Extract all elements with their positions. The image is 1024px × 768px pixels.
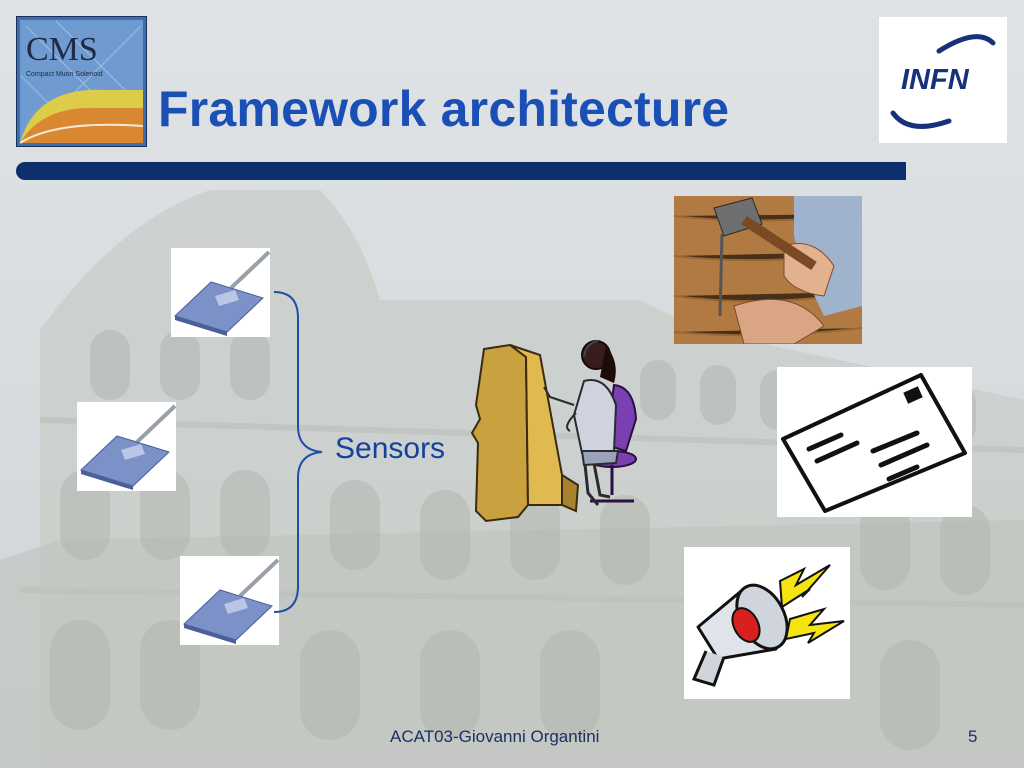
sensor-chip-icon — [183, 558, 280, 644]
sensors-label: Sensors — [335, 432, 446, 465]
envelope-letter-icon — [781, 373, 967, 513]
page-number: 5 — [968, 727, 978, 746]
slide-title: Framework architecture — [158, 81, 730, 137]
cms-logo-subtext: Compact Muon Solenoid — [26, 71, 103, 78]
megaphone-alarm-icon — [691, 564, 845, 687]
title-divider — [16, 162, 906, 180]
sensors-brace — [273, 291, 323, 613]
sensor-chip-icon — [174, 250, 271, 336]
sensor-card-bottom — [180, 556, 280, 645]
alarm-card — [684, 547, 850, 699]
hammer-nail-photo — [674, 196, 862, 344]
cms-logo-text: CMS — [26, 31, 98, 68]
sensor-chip-icon — [80, 404, 177, 490]
cms-logo: CMS Compact Muon Solenoid — [16, 16, 147, 147]
sensor-card-middle — [77, 402, 177, 491]
sensor-card-top — [171, 248, 271, 337]
infn-logo-text: INFN — [901, 64, 970, 96]
infn-logo: INFN — [879, 17, 1007, 143]
footer-credit: ACAT03-Giovanni Organtini — [390, 727, 600, 746]
desk-operator-icon — [470, 340, 638, 523]
letter-card — [777, 367, 972, 517]
